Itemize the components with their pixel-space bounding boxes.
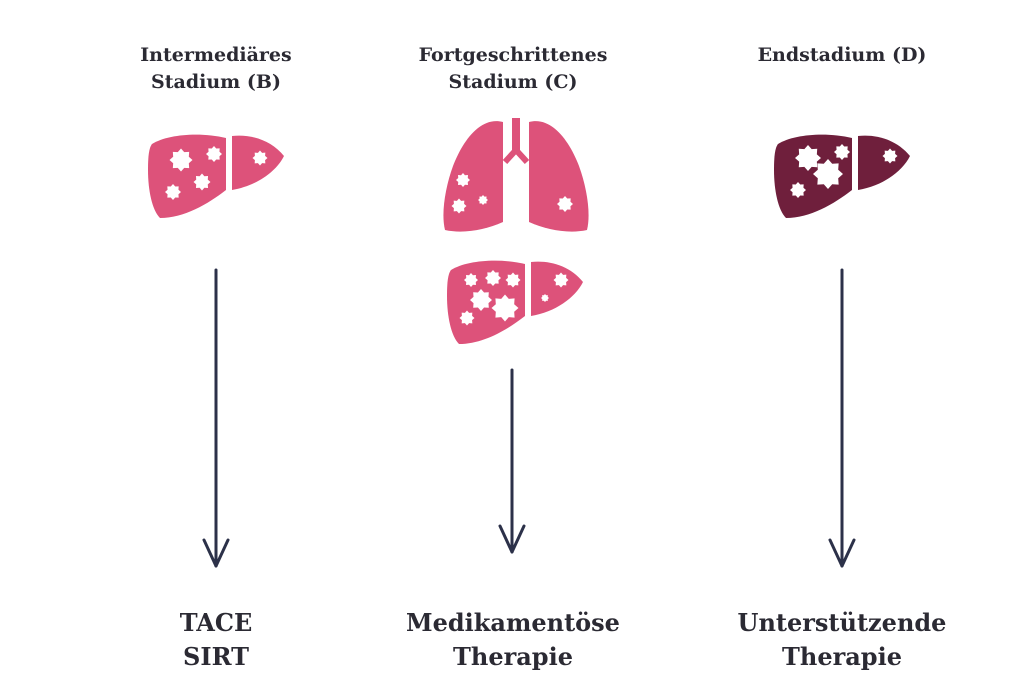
therapy-line: SIRT (183, 642, 249, 671)
therapy-line: Therapie (453, 642, 573, 671)
stage-column-b: Intermediäres Stadium (B) TACE SIRT (66, 0, 366, 692)
lungs-with-metastases-icon (443, 118, 589, 232)
down-arrow (498, 368, 526, 554)
stage-column-c: Fortgeschrittenes Stadium (C) Medikament… (363, 0, 663, 692)
liver-dark-with-tumors-icon (774, 134, 910, 218)
stage-title-line: Endstadium (D) (757, 44, 927, 66)
therapy-line: TACE (179, 608, 253, 637)
stage-title-line: Stadium (B) (151, 71, 281, 93)
stage-title-line: Intermediäres (140, 44, 292, 66)
stage-title-line: Stadium (C) (448, 71, 578, 93)
therapy-label-b: TACE SIRT (66, 606, 366, 674)
therapy-line: Therapie (782, 642, 902, 671)
therapy-label-c: Medikamentöse Therapie (363, 606, 663, 674)
stage-title-b: Intermediäres Stadium (B) (66, 42, 366, 96)
therapy-label-d: Unterstützende Therapie (692, 606, 992, 674)
stage-title-line: Fortgeschrittenes (418, 44, 608, 66)
down-arrow (828, 268, 856, 568)
therapy-line: Unterstützende (737, 608, 947, 637)
stage-title-d: Endstadium (D) (692, 42, 992, 69)
liver-with-tumors-icon (148, 134, 284, 218)
down-arrow (202, 268, 230, 568)
stage-column-d: Endstadium (D) Unterstützende Therapie (692, 0, 992, 692)
stage-title-c: Fortgeschrittenes Stadium (C) (363, 42, 663, 96)
therapy-line: Medikamentöse (406, 608, 620, 637)
liver-with-tumors-icon (447, 260, 583, 344)
